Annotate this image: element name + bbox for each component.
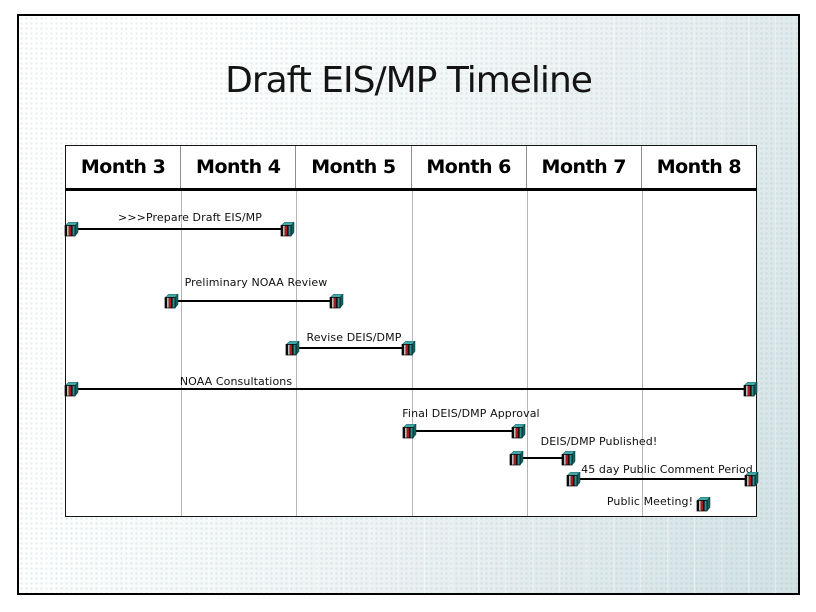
- milestone-cube-icon: [163, 292, 179, 309]
- milestone-cube-icon: [328, 292, 344, 309]
- task-label: Revise DEIS/DMP: [306, 331, 402, 344]
- task-label: 45 day Public Comment Period: [581, 463, 753, 476]
- slide-title: Draft EIS/MP Timeline: [225, 60, 593, 101]
- milestone-cube-icon: [508, 449, 524, 466]
- milestone-cube-icon: [401, 422, 417, 439]
- month-header-cell-8: Month 8: [640, 146, 756, 188]
- milestone-cube-icon: [510, 422, 526, 439]
- milestone-cube-icon: [565, 470, 581, 487]
- month-header-cell-6: Month 6: [410, 146, 526, 188]
- milestone-cube-icon: [560, 449, 576, 466]
- milestone-cube-icon: [284, 339, 300, 356]
- task-duration-line: [573, 478, 751, 480]
- task-label: Preliminary NOAA Review: [184, 276, 328, 289]
- month-gridline: [180, 191, 182, 516]
- month-header-cell-5: Month 5: [295, 146, 410, 188]
- milestone-cube-icon: [742, 380, 758, 397]
- task-label: Final DEIS/DMP Approval: [402, 407, 540, 420]
- task-duration-line: [292, 347, 408, 349]
- task-label: NOAA Consultations: [179, 375, 293, 388]
- milestone-cube-icon: [400, 339, 416, 356]
- milestone-cube-icon: [63, 380, 79, 397]
- month-gridline: [642, 191, 644, 516]
- milestone-cube-icon: [279, 220, 295, 237]
- task-duration-line: [171, 300, 336, 302]
- month-header-cell-4: Month 4: [180, 146, 295, 188]
- task-duration-line: [409, 430, 518, 432]
- task-label: DEIS/DMP Published!: [540, 435, 658, 448]
- milestone-cube-icon: [743, 470, 759, 487]
- milestone-cube-icon: [695, 495, 711, 512]
- gantt-plot: >>>Prepare Draft EIS/MP Preliminary NOAA …: [63, 191, 759, 517]
- task-duration-line: [71, 228, 287, 230]
- month-gridline: [526, 191, 528, 516]
- task-duration-line: [516, 457, 568, 459]
- month-header-cell-3: Month 3: [80, 156, 166, 178]
- milestone-cube-icon: [63, 220, 79, 237]
- task-label: Public Meeting!: [606, 495, 694, 508]
- task-label: >>>Prepare Draft EIS/MP: [118, 211, 262, 224]
- task-duration-line: [71, 388, 750, 390]
- month-header-cell-7: Month 7: [525, 146, 641, 188]
